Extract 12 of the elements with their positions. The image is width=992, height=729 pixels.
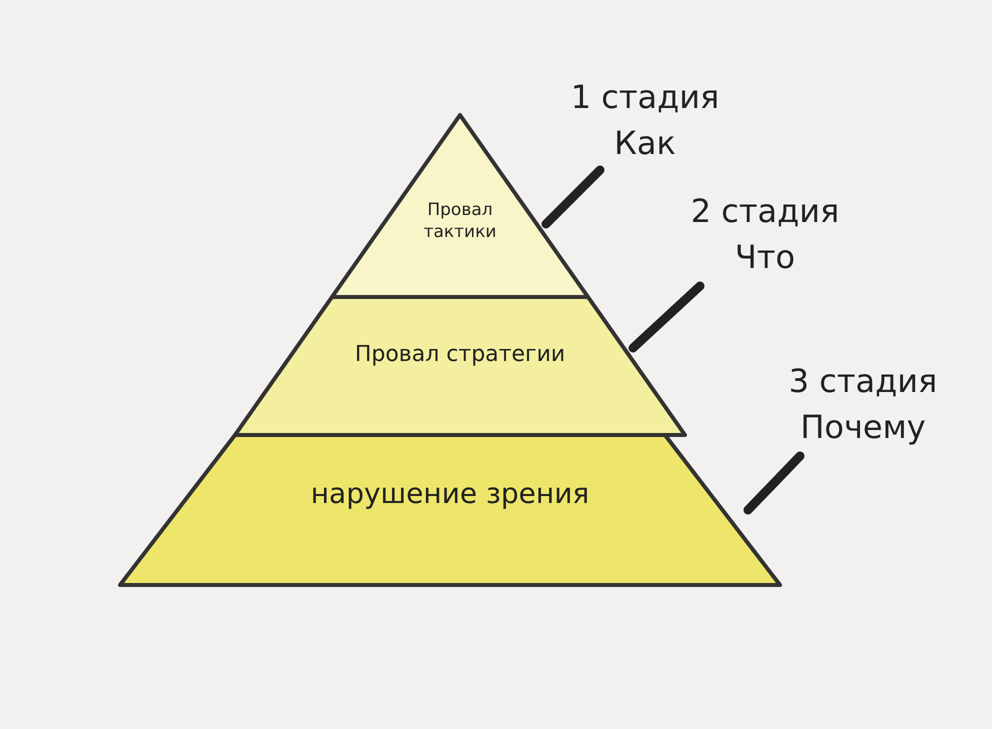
stage-question: Почему — [799, 408, 927, 446]
layer-label: нарушение зрения — [310, 477, 590, 510]
leader-line — [628, 282, 704, 352]
stage-question: Что — [734, 238, 796, 276]
leader-line — [744, 452, 804, 514]
stage-question: Как — [613, 124, 677, 162]
leader-line — [542, 166, 604, 228]
stage-number: 3 стадия — [788, 362, 938, 400]
layer-label: Провал тактики — [422, 199, 498, 244]
layer-label: Провал стратегии — [354, 342, 566, 367]
stage-number: 2 стадия — [690, 192, 840, 230]
stage-number: 1 стадия — [570, 78, 720, 116]
